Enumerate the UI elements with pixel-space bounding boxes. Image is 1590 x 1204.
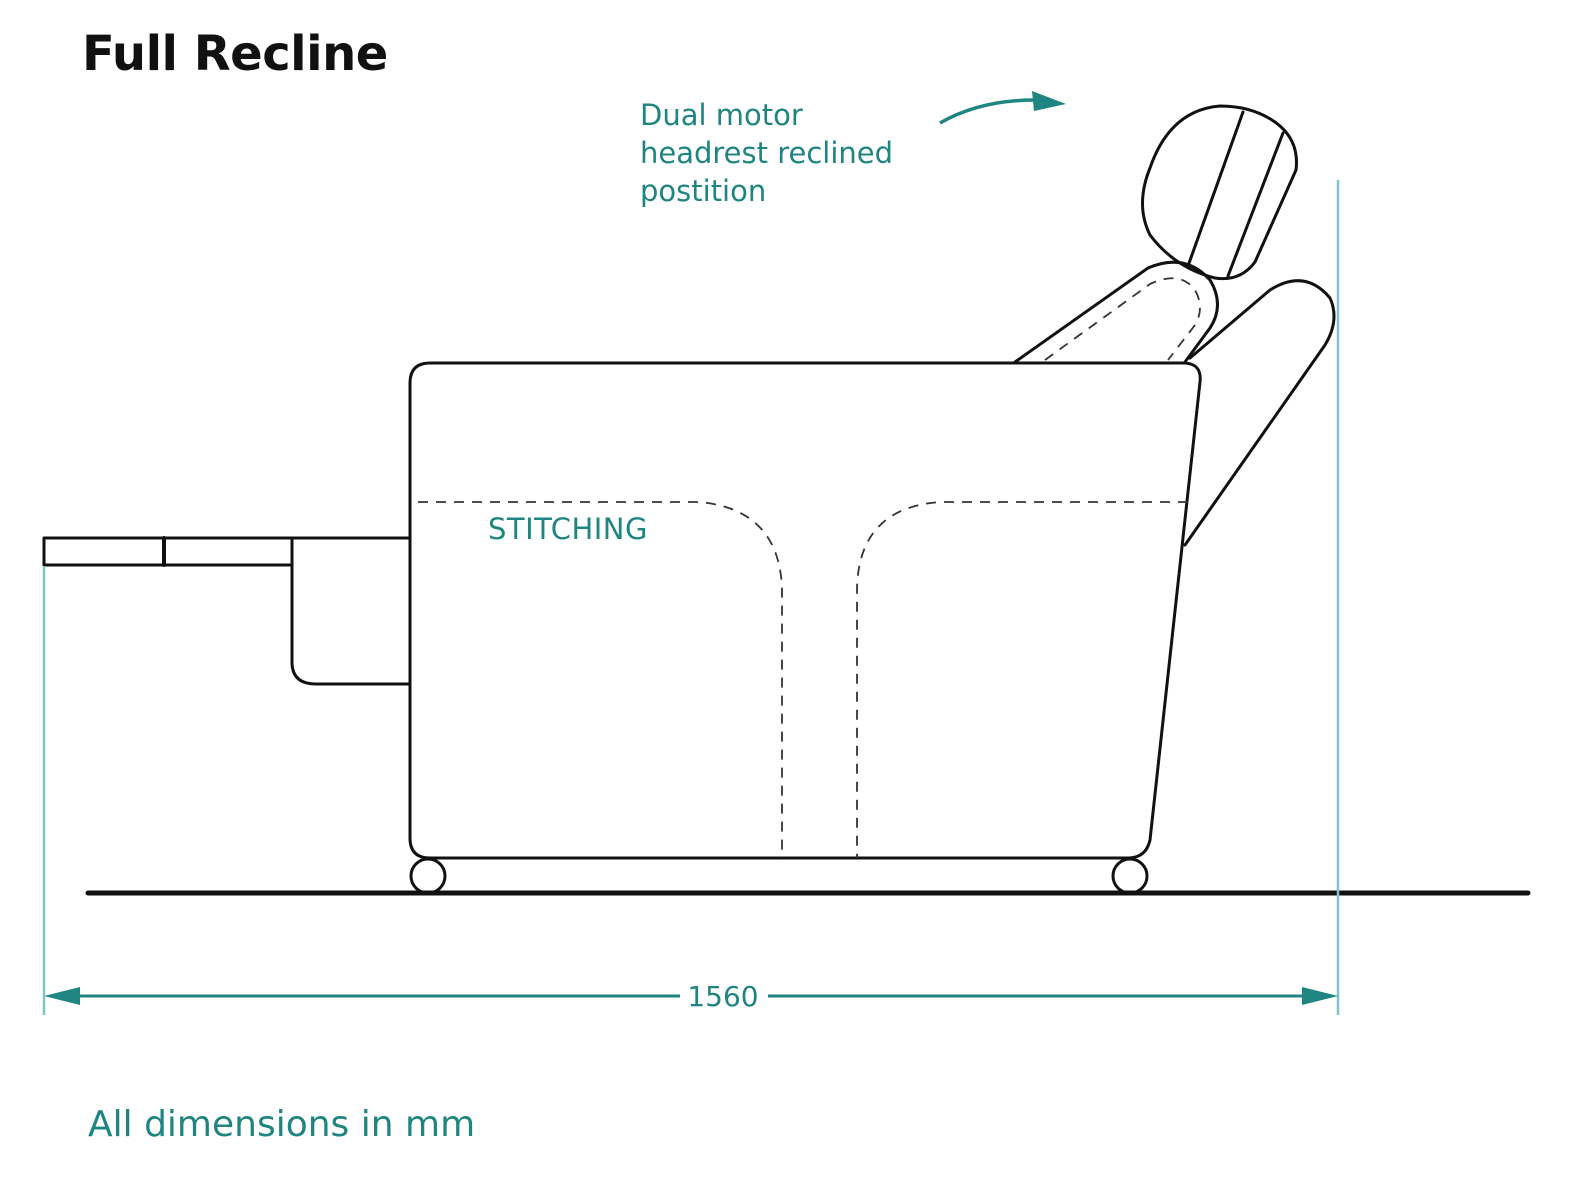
headrest bbox=[1141, 104, 1298, 281]
stitching-left bbox=[418, 501, 783, 858]
leg-rest bbox=[290, 536, 412, 686]
recline-arrow bbox=[939, 91, 1066, 125]
annotation-line: headrest reclined bbox=[640, 136, 894, 170]
back-cushion-stitching bbox=[1044, 277, 1201, 361]
footnote: All dimensions in mm bbox=[88, 1104, 476, 1145]
arrowhead-right bbox=[1302, 987, 1338, 1005]
seat-body bbox=[408, 361, 1202, 860]
dimension-value: 1560 bbox=[684, 980, 762, 1013]
back-cushion bbox=[1013, 260, 1219, 364]
stitching-right bbox=[856, 501, 1188, 858]
annotation-line: postition bbox=[640, 174, 767, 208]
headrest-annotation: Dual motor headrest reclined postition bbox=[640, 96, 960, 210]
page-title: Full Recline bbox=[82, 26, 388, 82]
headrest-seam bbox=[1186, 110, 1245, 268]
arrowhead-left bbox=[44, 987, 80, 1005]
rear-wheel bbox=[1111, 857, 1149, 895]
back-frame bbox=[1183, 279, 1336, 547]
footrest-board bbox=[42, 536, 294, 567]
front-wheel bbox=[409, 857, 447, 895]
stitching-label: STITCHING bbox=[488, 512, 648, 546]
annotation-line: Dual motor bbox=[640, 98, 803, 132]
headrest-seam bbox=[1226, 131, 1285, 278]
